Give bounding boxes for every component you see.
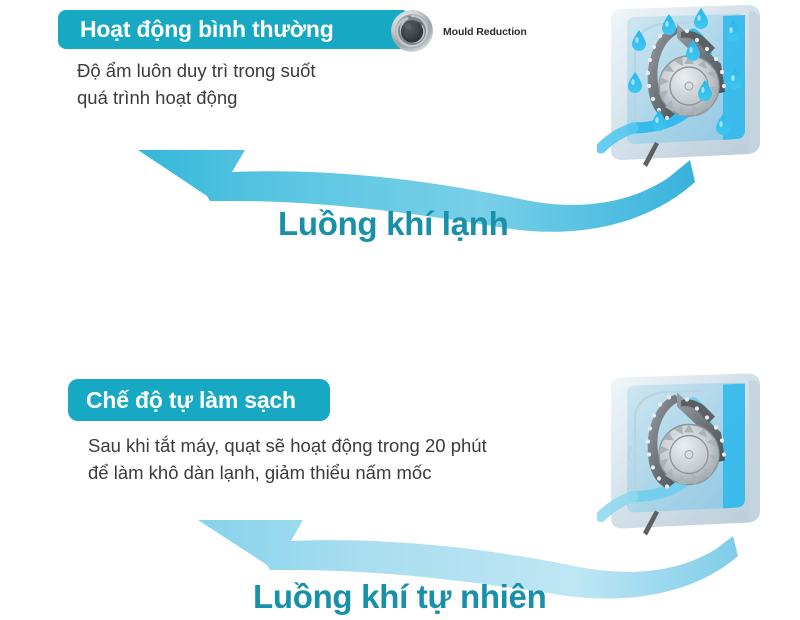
section-body-normal-operation: Độ ẩm luôn duy trì trong suốt quá trình … <box>77 60 316 108</box>
water-droplets <box>628 8 742 135</box>
air-conditioner-cutaway-icon-self-clean <box>597 373 760 536</box>
section-banner-normal-operation: Hoạt động bình thường <box>58 10 410 49</box>
flow-label-natural-air: Luồng khí tự nhiên <box>253 578 547 615</box>
banner-label: Chế độ tự làm sạch <box>86 386 296 413</box>
banner-label: Hoạt động bình thường <box>80 16 334 42</box>
mould-reduction-label: Mould Reduction <box>443 26 527 38</box>
mould-reduction-swirl-icon <box>391 10 433 52</box>
section-body-self-clean: Sau khi tắt máy, quạt sẽ hoạt động trong… <box>88 435 487 483</box>
flow-label-cold-air: Luồng khí lạnh <box>278 205 509 242</box>
air-conditioner-cutaway-icon-normal <box>597 5 760 167</box>
section-banner-self-clean: Chế độ tự làm sạch <box>68 379 330 421</box>
